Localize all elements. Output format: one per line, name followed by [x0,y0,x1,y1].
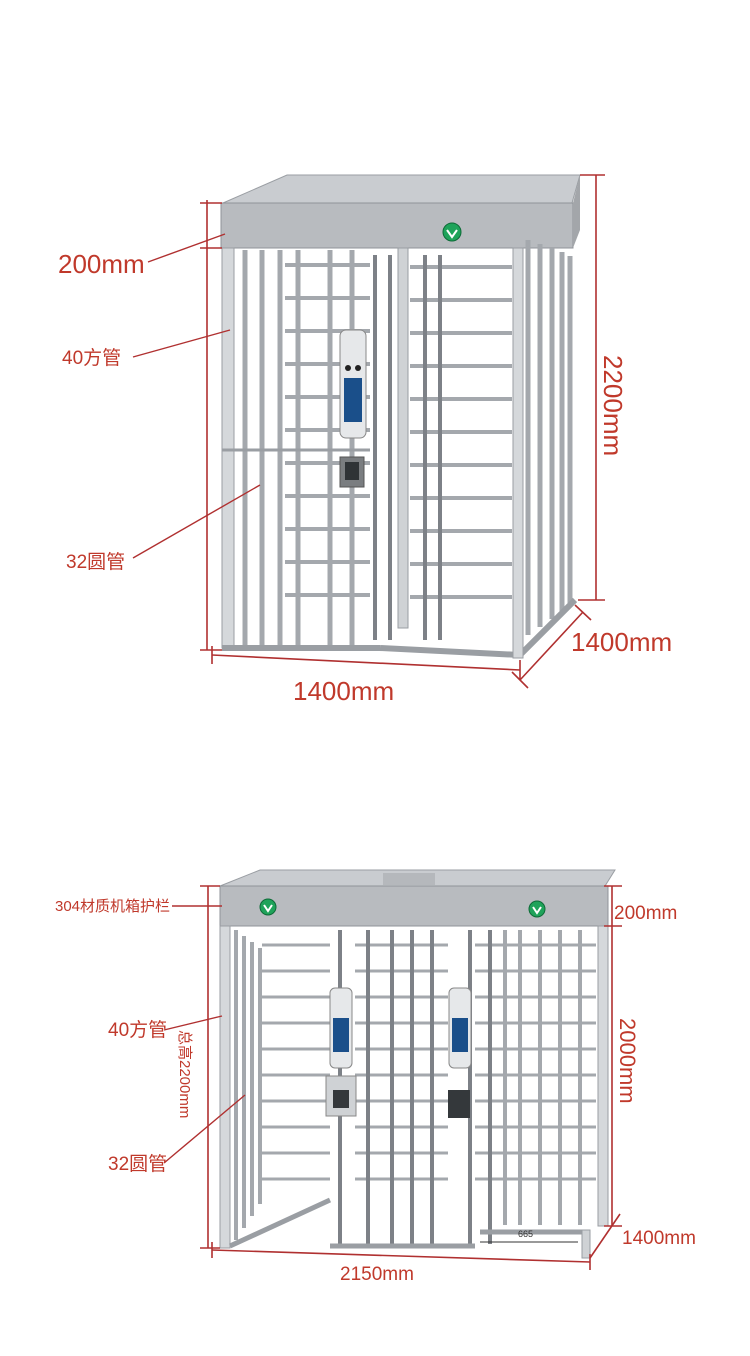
rotor-arms [285,255,512,640]
label-width: 1400mm [293,676,394,706]
label-round-tube-double: 32圆管 [108,1153,167,1175]
left-cage-bars-double [234,930,262,1240]
label-height: 2200mm [598,355,628,456]
label-width-double: 2150mm [340,1264,414,1285]
top-beam-double [219,885,609,927]
label-square-tube-double: 40方管 [108,1019,167,1041]
green-arrow-indicator-right [528,900,546,918]
label-top-beam-double: 200mm [614,903,677,924]
left-cage-bars [242,250,355,645]
label-square-tube: 40方管 [62,347,121,369]
label-material: 304材质机箱护栏 [55,898,170,915]
label-depth: 1400mm [571,627,672,657]
right-cage-bars [525,240,573,635]
label-passage: 665 [518,1229,533,1239]
rotor-arms-double [262,930,596,1244]
right-cage-bars-double [503,930,582,1225]
label-total-height: 总高2200mm [176,1030,193,1118]
green-arrow-indicator-left [259,898,277,916]
label-top-beam: 200mm [58,249,145,279]
turnstile-double [219,869,616,1259]
green-arrow-indicator [442,222,462,242]
top-beam [220,202,574,249]
bottom-annotations: 304材质机箱护栏 200mm 40方管 总高2200mm 2000mm 32圆… [55,885,696,1285]
label-round-tube: 32圆管 [66,551,125,573]
turnstile-single [220,174,581,659]
top-annotations: 200mm 40方管 32圆管 2200mm 1400mm 1400mm [58,174,672,706]
label-depth-double: 1400mm [622,1228,696,1249]
label-inner-height: 2000mm [615,1018,640,1104]
